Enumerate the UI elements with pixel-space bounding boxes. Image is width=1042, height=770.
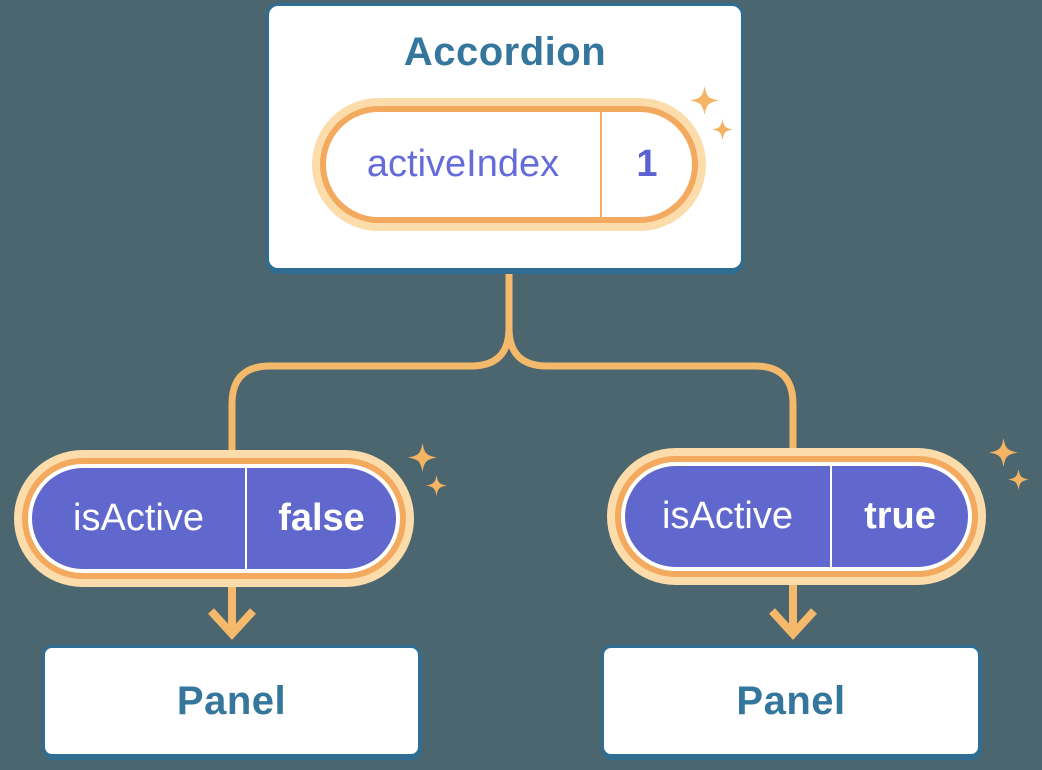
panel-box-left: Panel [42, 645, 421, 757]
sparkle-icon [989, 438, 1018, 467]
sparkle-icon [1008, 469, 1029, 490]
state-name: activeIndex [366, 143, 560, 185]
prop-name: isActive [73, 497, 204, 539]
prop-pill-body: isActive true [625, 466, 968, 567]
sparkle-icon [690, 86, 719, 115]
sparkle-icon [426, 475, 447, 496]
state-value: 1 [636, 143, 658, 185]
prop-pill-false: isActive false [22, 458, 406, 579]
prop-value: true [864, 495, 936, 537]
arrow-right-head-icon [769, 608, 817, 640]
panel-title: Panel [176, 678, 287, 723]
prop-value: false [278, 497, 365, 539]
pill-divider [245, 468, 247, 569]
arrow-left-head-icon [208, 608, 256, 640]
state-value-cell: 1 [602, 112, 692, 217]
panel-title: Panel [736, 678, 846, 723]
prop-pill-body: isActive false [32, 468, 396, 569]
prop-pill-true: isActive true [615, 456, 978, 577]
prop-name: isActive [662, 495, 793, 537]
connector-branch-right [505, 327, 797, 450]
sparkle-icon [408, 443, 437, 472]
panel-box-right: Panel [601, 645, 981, 757]
pill-divider [830, 466, 832, 567]
prop-name-cell: isActive [625, 466, 830, 567]
state-pill-activeindex: activeIndex 1 [320, 106, 698, 223]
sparkle-icon [712, 119, 733, 140]
prop-value-cell: true [832, 466, 968, 567]
prop-value-cell: false [247, 468, 396, 569]
accordion-title: Accordion [403, 30, 607, 74]
prop-name-cell: isActive [32, 468, 245, 569]
pill-divider [600, 112, 602, 217]
connector-branch-left [228, 327, 513, 452]
state-name-cell: activeIndex [326, 112, 600, 217]
